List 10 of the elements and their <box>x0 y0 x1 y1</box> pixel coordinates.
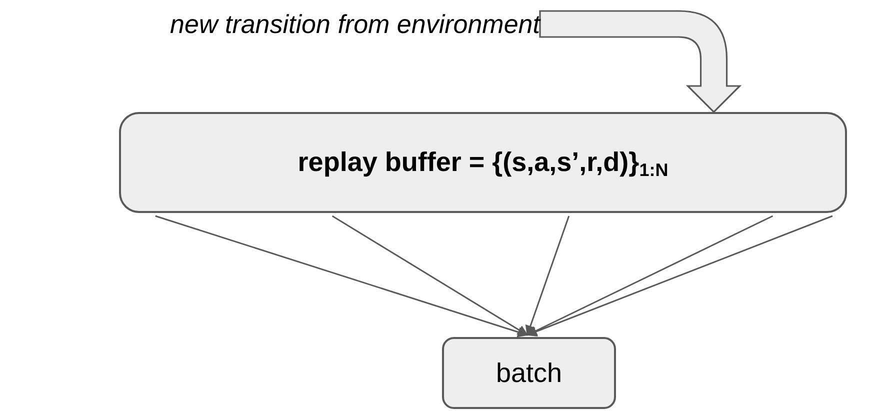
arrow <box>525 216 570 336</box>
arrow <box>155 215 528 338</box>
buffer-box <box>119 112 847 213</box>
arrow <box>526 215 774 336</box>
arrow <box>526 215 833 336</box>
block-arrow <box>539 10 741 113</box>
process-box <box>442 337 616 409</box>
arrow <box>332 215 528 336</box>
node-label: batch <box>496 356 562 390</box>
node-label: replay buffer = {(s,a,s’,r,d)}$_{1:N}$ <box>298 146 668 182</box>
